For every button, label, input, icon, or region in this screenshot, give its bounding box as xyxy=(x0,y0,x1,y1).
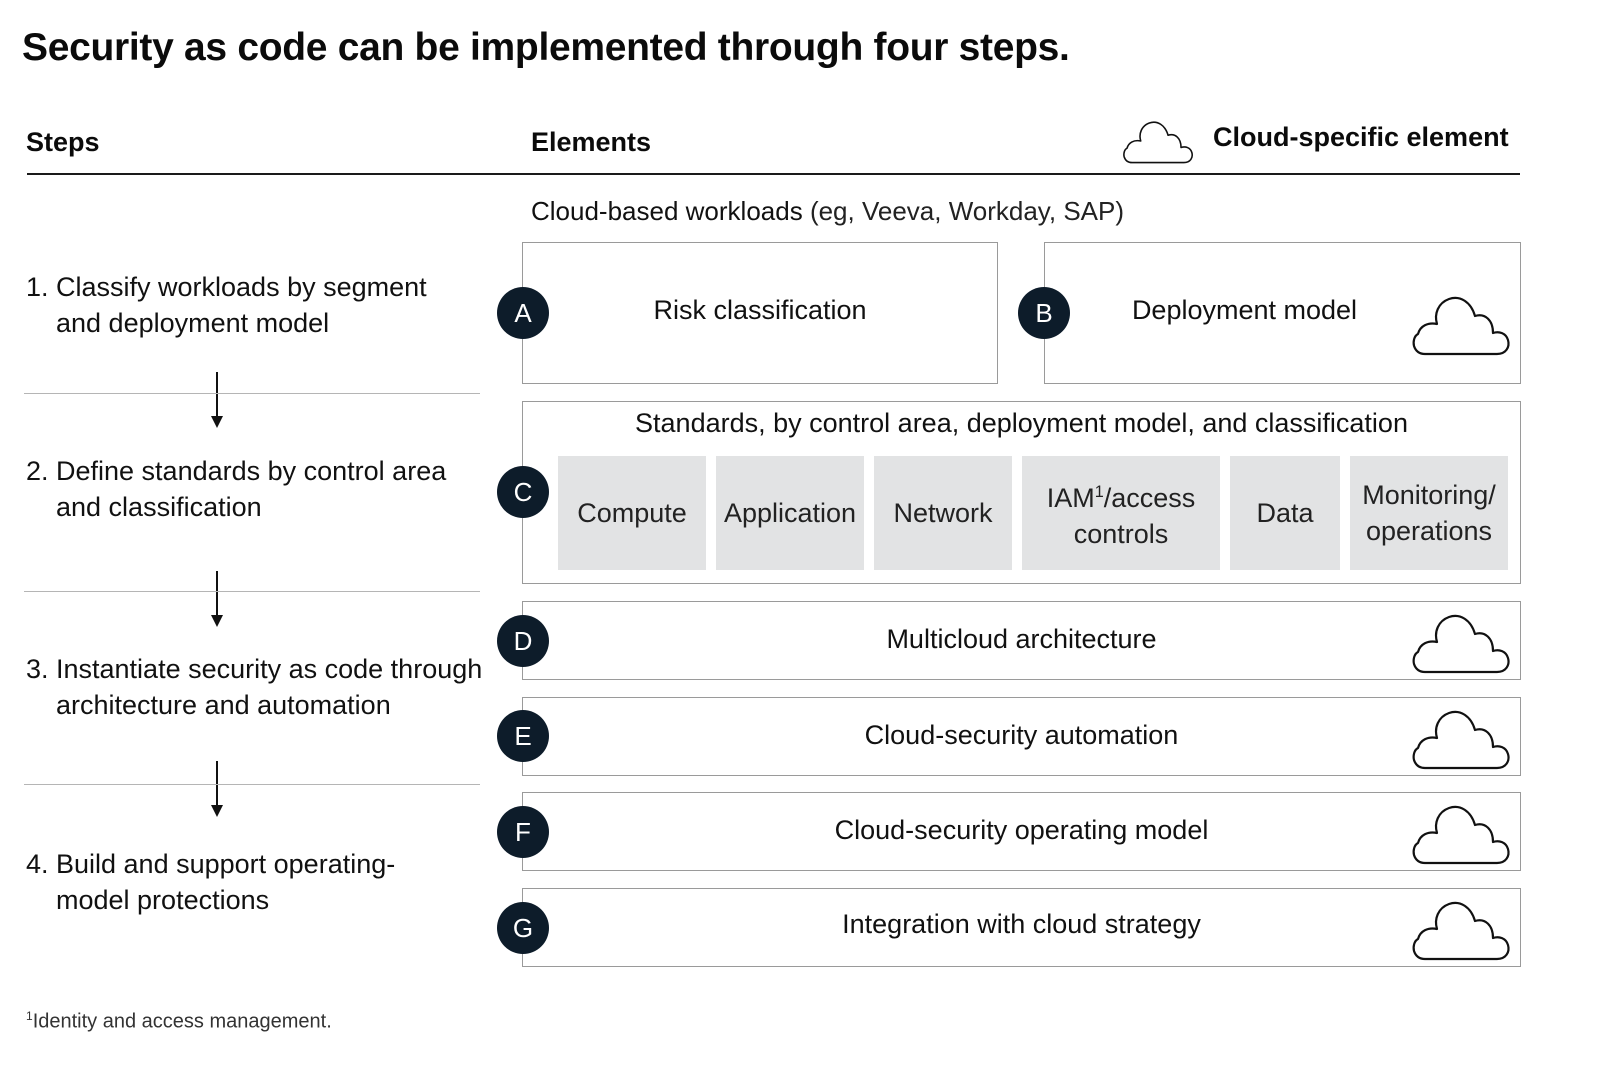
step-line: model protections xyxy=(56,885,270,915)
page-title: Security as code can be implemented thro… xyxy=(22,26,1070,69)
down-arrow-icon xyxy=(211,761,223,817)
step-line: Define standards by control area xyxy=(56,456,447,486)
control-area-label: Compute xyxy=(577,498,687,528)
step-divider xyxy=(24,784,480,785)
step-number: 2. xyxy=(26,456,49,486)
cloud-icon xyxy=(1411,704,1511,772)
badge-f: F xyxy=(497,806,549,858)
step-2: 2. Define standards by control area and … xyxy=(26,453,446,525)
step-3: 3. Instantiate security as code through … xyxy=(26,651,482,723)
cloud-icon xyxy=(1122,116,1194,166)
element-f-label: Cloud-security operating model xyxy=(834,815,1209,845)
monitoring-line1: Monitoring/ xyxy=(1362,480,1496,510)
element-d-label: Multicloud architecture xyxy=(886,624,1157,654)
badge-c: C xyxy=(497,466,549,518)
control-area-monitoring: Monitoring/ operations xyxy=(1350,456,1508,570)
step-line: Classify workloads by segment xyxy=(56,272,427,302)
badge-b: B xyxy=(1018,287,1070,339)
element-b-box: Deployment model xyxy=(1044,242,1521,384)
control-area-application: Application xyxy=(716,456,864,570)
step-line: architecture and automation xyxy=(56,690,391,720)
step-1: 1. Classify workloads by segment and dep… xyxy=(26,269,427,341)
steps-column-header: Steps xyxy=(26,127,100,157)
header-divider xyxy=(27,173,1520,175)
element-a-box: Risk classification xyxy=(522,242,998,384)
badge-e: E xyxy=(497,710,549,762)
element-e-label: Cloud-security automation xyxy=(864,720,1179,750)
badge-a: A xyxy=(497,287,549,339)
control-area-label: Monitoring/ operations xyxy=(1362,477,1496,549)
element-b-label: Deployment model xyxy=(1131,295,1358,325)
down-arrow-icon xyxy=(211,372,223,428)
cloud-icon xyxy=(1411,608,1511,676)
iam-text-line2: controls xyxy=(1073,519,1169,549)
footnote-marker: 1 xyxy=(26,1009,33,1023)
element-g-label: Integration with cloud strategy xyxy=(842,909,1201,939)
monitoring-line2: operations xyxy=(1365,516,1493,546)
step-divider xyxy=(24,591,480,592)
control-area-data: Data xyxy=(1230,456,1340,570)
cloud-icon xyxy=(1411,799,1511,867)
footnote-text: Identity and access management. xyxy=(32,1010,332,1033)
workloads-examples: (eg, Veeva, Workday, SAP) xyxy=(802,196,1125,226)
control-area-label: Application xyxy=(723,498,857,528)
step-number: 3. xyxy=(26,654,49,684)
step-line: Build and support operating- xyxy=(56,849,396,879)
element-a-label: Risk classification xyxy=(653,295,867,325)
workloads-label: Cloud-based workloads xyxy=(531,196,803,226)
step-line: and deployment model xyxy=(56,308,330,338)
control-area-compute: Compute xyxy=(558,456,706,570)
footnote: 1Identity and access management. xyxy=(26,1009,332,1034)
element-e-box: Cloud-security automation xyxy=(522,697,1521,776)
element-g-box: Integration with cloud strategy xyxy=(522,888,1521,967)
step-line: and classification xyxy=(56,492,262,522)
badge-d: D xyxy=(497,615,549,667)
element-f-box: Cloud-security operating model xyxy=(522,792,1521,871)
down-arrow-icon xyxy=(211,571,223,627)
iam-text-suffix: /access xyxy=(1103,483,1196,513)
footnote-marker: 1 xyxy=(1094,483,1104,501)
element-d-box: Multicloud architecture xyxy=(522,601,1521,680)
iam-text: IAM xyxy=(1046,483,1095,513)
badge-g: G xyxy=(497,902,549,954)
cloud-icon xyxy=(1411,290,1511,358)
cloud-icon xyxy=(1411,895,1511,963)
control-area-label: IAM1/access controls xyxy=(1047,474,1196,552)
step-divider xyxy=(24,393,480,394)
step-number: 4. xyxy=(26,849,49,879)
control-area-label: Data xyxy=(1256,498,1314,528)
control-area-label: Network xyxy=(893,498,993,528)
control-area-network: Network xyxy=(874,456,1012,570)
control-area-iam: IAM1/access controls xyxy=(1022,456,1220,570)
element-c-label: Standards, by control area, deployment m… xyxy=(635,408,1408,438)
step-4: 4. Build and support operating- model pr… xyxy=(26,846,395,918)
workloads-heading: Cloud-based workloads (eg, Veeva, Workda… xyxy=(531,196,1124,227)
legend-label: Cloud-specific element xyxy=(1213,122,1509,152)
step-line: Instantiate security as code through xyxy=(56,654,483,684)
elements-column-header: Elements xyxy=(531,127,652,157)
step-number: 1. xyxy=(26,272,49,302)
